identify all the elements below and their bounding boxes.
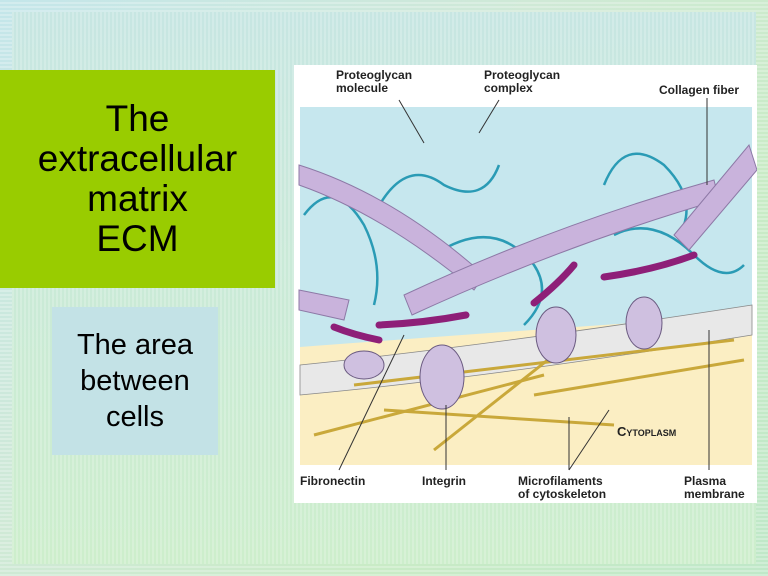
title-line: matrix: [87, 178, 188, 219]
fibronectin: [330, 251, 698, 344]
label-plasma-membrane: Plasma membrane: [684, 474, 745, 501]
leader-lines: [338, 98, 710, 471]
extracellular-space: [300, 107, 752, 347]
subtitle-line: The area: [76, 329, 194, 361]
slide-subtitle: The area between cells: [77, 327, 193, 435]
subtitle-line: cells: [105, 401, 164, 433]
label-cytoplasm: Cytoplasm: [617, 424, 677, 439]
integrins: [343, 296, 663, 410]
title-line: ECM: [96, 218, 179, 259]
label-microfilaments: Microfilaments of cytoskeleton: [518, 474, 607, 501]
label-proteoglycan-complex: Proteoglycan complex: [484, 68, 561, 95]
label-fibronectin: Fibronectin: [300, 474, 366, 488]
ecm-diagram: Proteoglycan molecule Proteoglycan compl…: [294, 65, 757, 503]
slide-title: The extracellular matrix ECM: [38, 99, 237, 259]
label-integrin: Integrin: [422, 474, 466, 488]
ecm-illustration: [298, 98, 757, 471]
title-line: The: [105, 98, 170, 139]
title-line: extracellular: [37, 138, 238, 179]
label-proteoglycan-molecule: Proteoglycan molecule: [336, 68, 413, 95]
subtitle-line: between: [80, 365, 190, 397]
title-box: The extracellular matrix ECM: [0, 70, 275, 288]
subtitle-box: The area between cells: [52, 307, 218, 455]
label-collagen-fiber: Collagen fiber: [659, 83, 740, 97]
collagen-fibers: [298, 143, 757, 321]
